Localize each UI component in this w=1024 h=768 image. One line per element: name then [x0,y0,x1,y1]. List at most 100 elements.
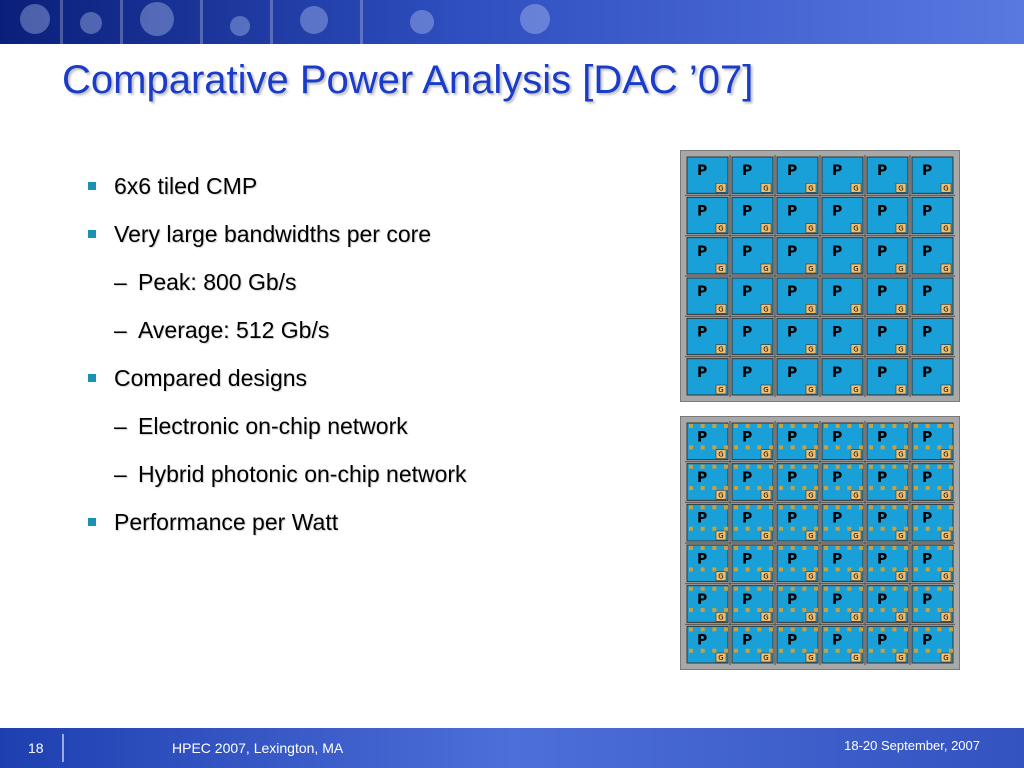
photonic-switch [880,464,885,469]
photonic-switch [734,526,738,531]
photonic-switch [689,505,693,510]
photonic-switch [847,424,852,428]
gateway-label: G [943,184,948,192]
photonic-switch [734,567,738,572]
cmp-tile: PG [866,358,909,396]
sub-bullet-text: Hybrid photonic on-chip network [138,461,467,487]
photonic-switch [835,567,840,572]
cmp-tile: PG [776,625,819,664]
photonic-switch [835,586,840,591]
photonic-switch [835,505,840,510]
cmp-tile: PG [866,156,909,194]
photonic-switch [700,546,705,550]
cmp-tile: PG [686,156,729,194]
tile-label: P [922,470,932,486]
photonic-switch [847,648,852,653]
gateway-box [850,384,862,395]
cmp-tile: PG [731,585,774,623]
photonic-switch [724,445,728,450]
photonic-switch [757,608,762,613]
photonic-switch [779,627,783,632]
photonic-switch [949,586,953,591]
photonic-switch [745,648,750,653]
gateway-box [940,384,952,395]
sub-bullet-item: –Hybrid photonic on-chip network [86,456,646,504]
gateway-box [715,571,727,581]
gateway-label: G [718,265,723,273]
photonic-switch [859,486,863,491]
cmp-tile: PG [776,196,819,235]
photonic-switch [745,627,750,632]
photonic-switch [925,445,930,450]
photonic-switch [880,586,885,591]
photonic-switch [712,486,717,491]
gateway-label: G [718,386,723,394]
photonic-switch [689,608,693,613]
bullet-item: Very large bandwidths per core [86,216,646,264]
photonic-switch [700,505,705,510]
gateway-box [760,183,772,193]
photonic-switch [779,424,783,428]
tile-label: P [697,284,707,300]
tile-label: P [832,284,842,300]
cmp-tile: PG [866,503,909,542]
tile-label: P [877,633,887,649]
gateway-box [850,263,862,274]
header-banner [0,0,1024,44]
tile-label: P [742,365,752,381]
cmp-tile: PG [731,156,774,194]
photonic-switch [835,424,840,428]
photonic-switch [824,586,828,591]
photonic-switch [712,464,717,469]
cmp-tile: PG [776,544,819,583]
gateway-box [760,384,772,395]
photonic-switch [869,567,873,572]
cmp-tile: PG [731,463,774,501]
cmp-tile: PG [686,237,729,275]
gateway-label: G [853,451,858,459]
photonic-switch [724,505,728,510]
photonic-switch [790,486,795,491]
tile-label: P [922,551,932,567]
gateway-label: G [943,346,948,354]
tile-label: P [832,592,842,608]
cmp-tile: PG [911,196,954,235]
bullet-item: 6x6 tiled CMP [86,168,646,216]
photonic-switch [904,424,908,428]
photonic-switch [925,648,930,653]
dash-marker: – [114,269,127,295]
tile-label: P [742,633,752,649]
gateway-box [715,223,727,233]
tile-label: P [922,284,932,300]
photonic-switch [949,648,953,653]
tile-label: P [922,325,932,341]
photonic-switch [734,424,738,428]
photonic-switch [724,526,728,531]
photonic-switch [914,608,918,613]
gateway-box [760,652,772,663]
photonic-switch [859,505,863,510]
bullet-marker [88,182,96,190]
tile-label: P [697,592,707,608]
cmp-tile: PG [731,625,774,664]
bullet-item: Performance per Watt [86,504,646,552]
gateway-label: G [763,654,768,662]
photonic-switch [892,586,897,591]
dash-marker: – [114,413,127,439]
gateway-box [760,449,772,459]
gateway-box [940,263,952,274]
cmp-tile: PG [821,358,864,396]
photonic-switch [814,586,818,591]
tile-label: P [697,325,707,341]
photonic-switch [700,586,705,591]
photonic-switch [734,546,738,550]
tile-label: P [922,592,932,608]
gateway-label: G [763,184,768,192]
photonic-switch [734,608,738,613]
cmp-tile: PG [686,358,729,396]
cmp-tile: PG [821,585,864,623]
cmp-tile: PG [686,196,729,235]
photonic-switch [949,445,953,450]
cmp-tile: PG [821,237,864,275]
photonic-switch [824,505,828,510]
